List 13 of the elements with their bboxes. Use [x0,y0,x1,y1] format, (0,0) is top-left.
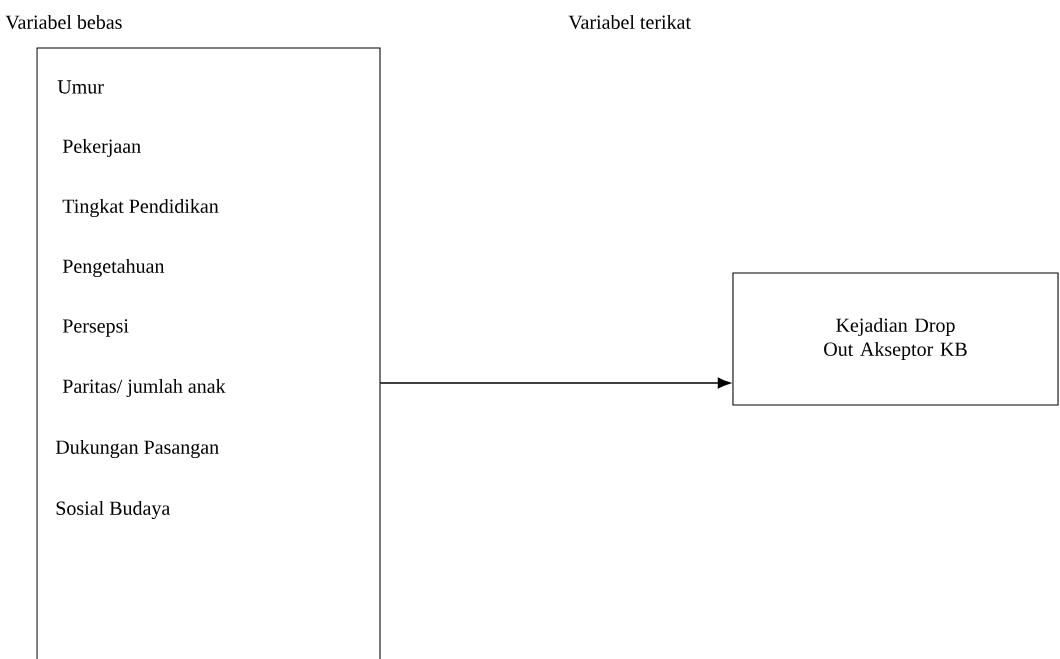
variable-box [36,47,381,659]
variable-item: Pengetahuan [62,258,165,278]
variable-item: Pekerjaan [62,138,141,158]
column-heading: Variabel terikat [568,14,691,30]
variable-item: Sosial Budaya [56,500,170,520]
variable-item: Tingkat Pendidikan [62,198,219,218]
outcome-box: Kejadian Drop Out Akseptor KB [732,272,1059,406]
variable-item: Dukungan Pasangan [55,439,219,459]
column-heading: Variabel bebas [5,14,122,30]
arrow [379,377,731,389]
variable-item: Paritas/ jumlah anak [62,378,226,398]
variable-item: Persepsi [62,319,129,337]
variable-item: Umur [57,80,104,94]
